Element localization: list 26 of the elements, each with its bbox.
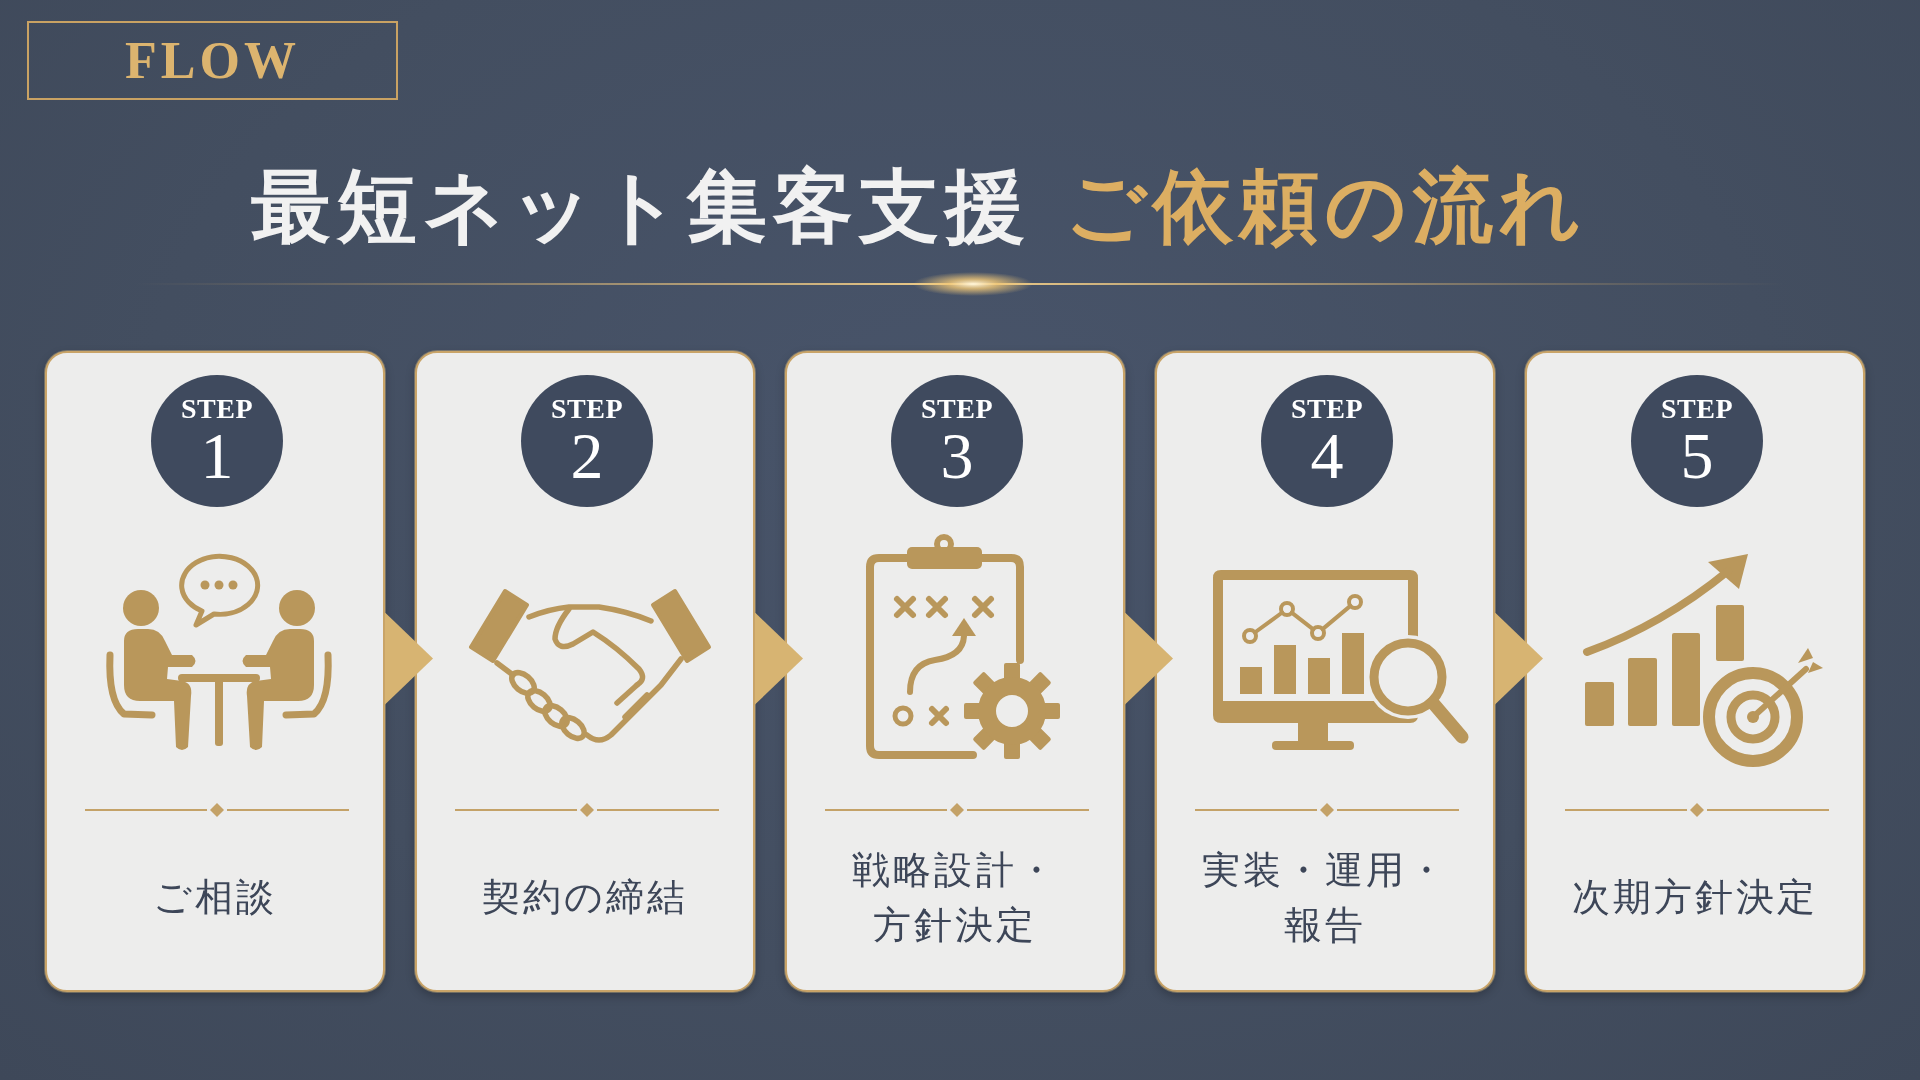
chevron-arrow	[1495, 612, 1543, 705]
chevron-arrow	[1125, 612, 1173, 705]
step-label: STEP	[1661, 394, 1733, 423]
step-number: 1	[200, 424, 234, 488]
step-card	[415, 351, 755, 992]
step-label: STEP	[1291, 394, 1363, 423]
step-card	[785, 351, 1125, 992]
section-label: FLOW	[125, 34, 300, 87]
step-title: 戦略設計・方針決定	[851, 846, 1059, 949]
step-label: STEP	[181, 394, 253, 423]
step-title: 次期方針決定	[1571, 874, 1819, 922]
tag-frame	[27, 21, 398, 100]
step-title: 契約の締結	[481, 874, 689, 922]
step-number: 4	[1310, 424, 1344, 488]
step-label: STEP	[921, 394, 993, 423]
step-title: ご相談	[152, 874, 278, 922]
step-card	[1525, 351, 1865, 992]
step-number: 2	[570, 424, 604, 488]
step-number: 5	[1680, 424, 1714, 488]
chevron-arrow	[385, 612, 433, 705]
step-number: 3	[940, 424, 974, 488]
step-label: STEP	[551, 394, 623, 423]
step-card	[45, 351, 385, 992]
step-title: 実装・運用・報告	[1200, 846, 1450, 949]
step-card	[1155, 351, 1495, 992]
chevron-arrow	[755, 612, 803, 705]
